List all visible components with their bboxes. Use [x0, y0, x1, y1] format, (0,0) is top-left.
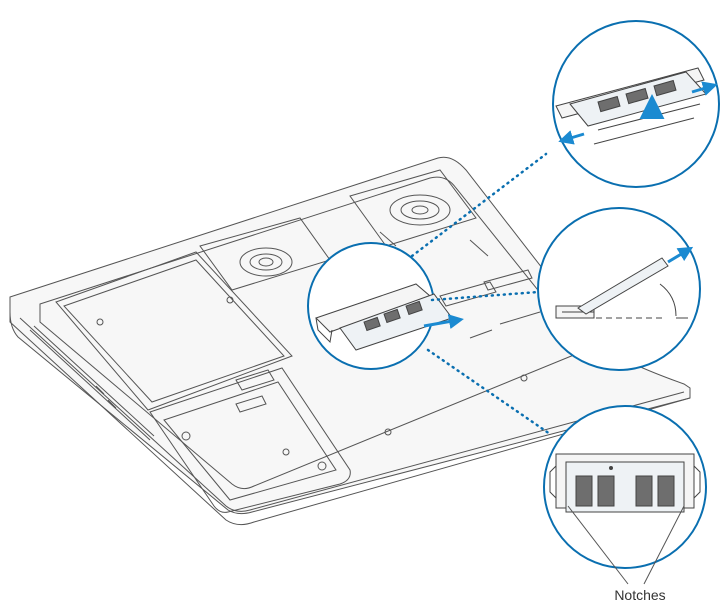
fan-icon	[411, 205, 429, 215]
zoom-tilt-module	[537, 207, 701, 371]
release-arrow-icon	[423, 314, 464, 329]
center-zoom	[307, 242, 464, 370]
callout-connectors	[410, 152, 552, 436]
release-arrow-icon	[691, 81, 718, 96]
release-arrow-icon	[558, 130, 585, 145]
case-side-edge	[9, 312, 691, 526]
notch-pointer-icon	[567, 505, 685, 585]
zoom-module-notches	[543, 405, 707, 585]
tilt-arrow-icon	[667, 246, 694, 264]
notches-label: Notches	[614, 587, 666, 603]
zoom-release-latches	[552, 20, 720, 188]
inner-tray	[39, 176, 587, 490]
fan-right	[349, 169, 477, 247]
side-ports	[29, 325, 155, 441]
fan-icon	[258, 257, 274, 267]
case-lip	[19, 317, 685, 512]
logic-board-details	[235, 231, 586, 456]
hard-drive	[149, 367, 351, 513]
battery-bay	[55, 251, 293, 411]
